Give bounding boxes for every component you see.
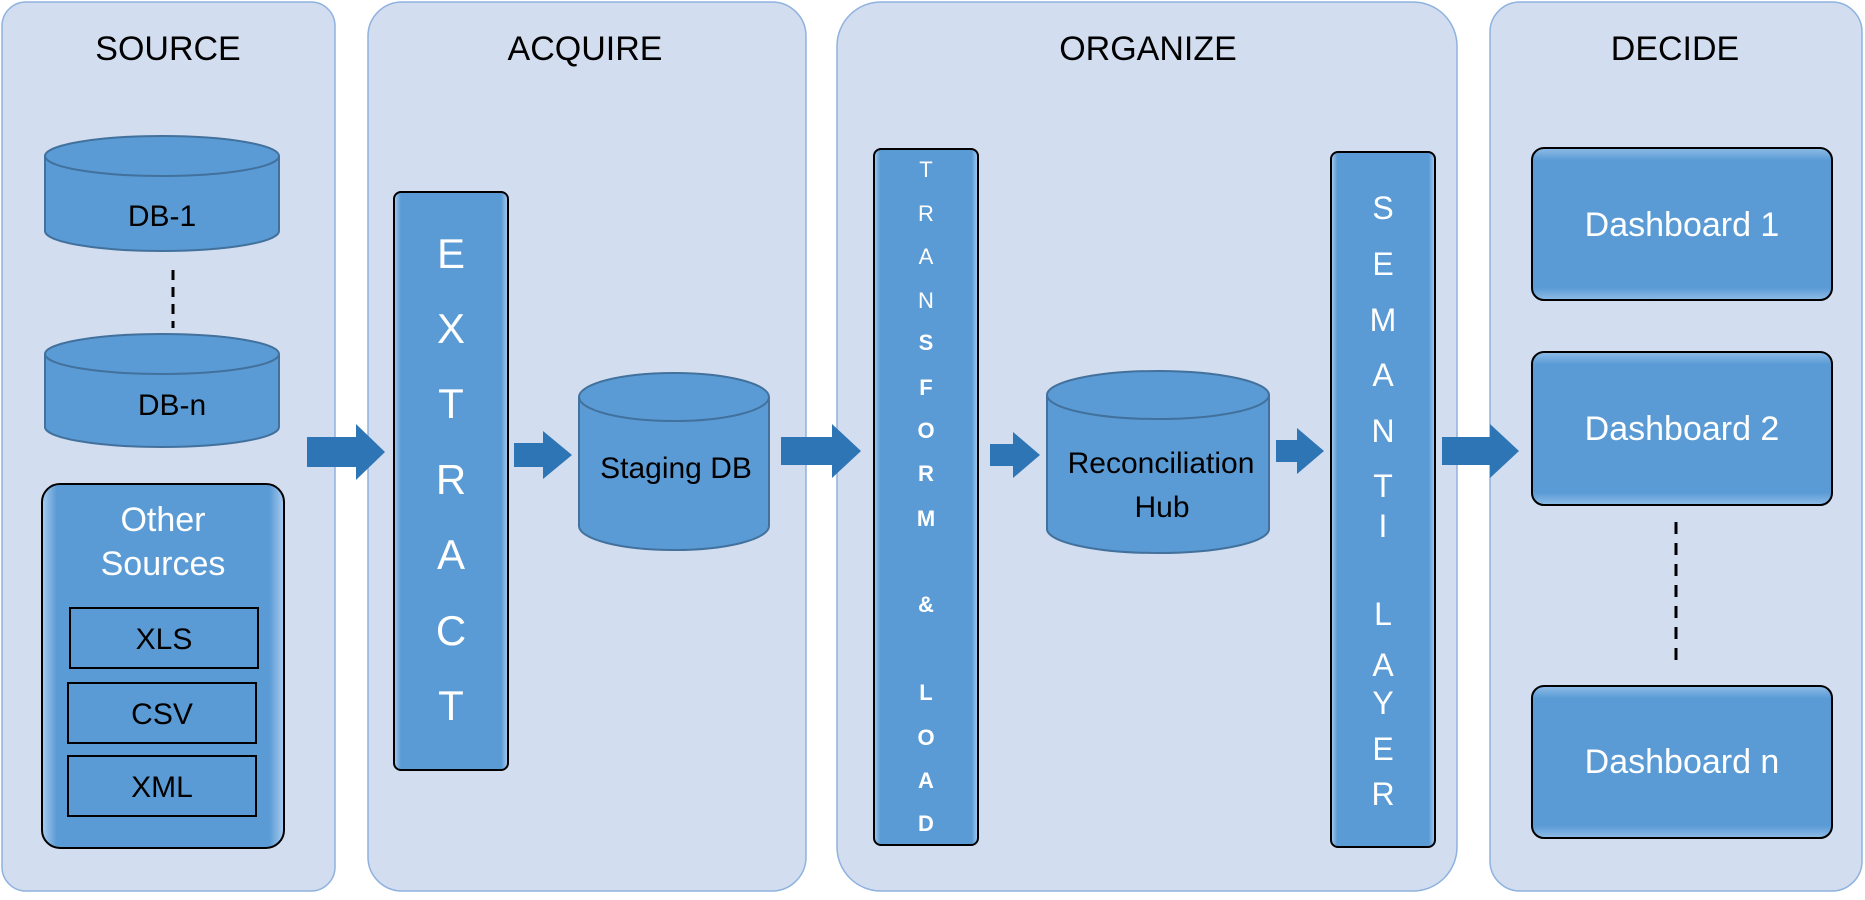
reconciliation-hub-label-line2: Hub	[1134, 491, 1189, 524]
db-1-label: DB-1	[128, 200, 196, 233]
reconciliation-hub-cylinder: Reconciliation Hub	[1046, 370, 1270, 554]
transform-load-letter: S	[919, 330, 934, 355]
arrow-staging-to-transform	[781, 424, 861, 478]
semantic-layer-bar: S E M A N T I C L A Y E R	[1330, 151, 1436, 848]
other-sources-label-line2: Sources	[101, 545, 226, 583]
staging-db-cylinder: Staging DB	[578, 372, 770, 551]
transform-load-letter: D	[918, 811, 934, 836]
semantic-layer-letter: T	[1373, 468, 1393, 504]
semantic-layer-letter: A	[1372, 647, 1394, 683]
arrow-source-to-extract	[307, 424, 385, 480]
semantic-layer-letter: L	[1374, 596, 1392, 632]
db-n-label: DB-n	[138, 389, 206, 422]
transform-load-letter: A	[919, 244, 934, 269]
file-type-csv-label: CSV	[131, 698, 193, 731]
stage-title-source: SOURCE	[95, 30, 240, 68]
file-type-csv	[67, 682, 257, 744]
dashboard-2-box: Dashboard 2	[1531, 351, 1833, 506]
extract-letter: R	[436, 456, 466, 503]
transform-load-letter: R	[918, 461, 934, 486]
extract-letter: C	[436, 607, 466, 654]
extract-letter: T	[438, 682, 464, 729]
stage-title-decide: DECIDE	[1611, 30, 1739, 68]
extract-letter: E	[437, 230, 465, 277]
arrow-extract-to-staging	[514, 431, 572, 479]
db-n-cylinder: DB-n	[44, 333, 280, 448]
semantic-layer-letter: E	[1372, 731, 1393, 767]
transform-load-letter: R	[918, 201, 934, 226]
other-sources-box: Other Sources XLS CSV XML	[41, 483, 285, 849]
semantic-layer-letter: N	[1371, 413, 1394, 449]
dashboard-1-label: Dashboard 1	[1585, 206, 1780, 244]
transform-load-bar: T R A N S F O R M & L O A D	[873, 148, 979, 846]
transform-load-letter: O	[917, 725, 934, 750]
arrow-semantic-to-dashboards	[1442, 424, 1519, 478]
file-type-xls	[69, 607, 259, 669]
semantic-layer-letter: S	[1372, 190, 1393, 226]
semantic-layer-letter: M	[1370, 302, 1397, 338]
transform-load-letter: N	[918, 288, 934, 313]
semantic-layer-letter: I	[1379, 508, 1388, 544]
stage-title-acquire: ACQUIRE	[508, 30, 663, 68]
dashboard-2-label: Dashboard 2	[1585, 410, 1780, 448]
other-sources-label-line1: Other	[120, 501, 205, 539]
transform-load-letter: O	[917, 418, 934, 443]
arrow-transform-to-hub	[990, 432, 1040, 478]
transform-load-letter: T	[919, 157, 932, 182]
extract-bar: E X T R A C T	[393, 191, 509, 771]
extract-letter: A	[437, 531, 465, 578]
dashboard-n-box: Dashboard n	[1531, 685, 1833, 839]
transform-load-letter: F	[919, 375, 932, 400]
arrow-hub-to-semantic	[1276, 428, 1324, 474]
file-type-xml-label: XML	[131, 771, 193, 804]
semantic-layer-letter: Y	[1372, 685, 1393, 721]
db-1-cylinder: DB-1	[44, 135, 280, 252]
semantic-layer-letter: R	[1371, 776, 1394, 812]
dashboard-1-box: Dashboard 1	[1531, 147, 1833, 301]
transform-load-letter: L	[919, 680, 932, 705]
extract-letter: T	[438, 380, 464, 427]
transform-load-letter: M	[917, 506, 935, 531]
transform-load-letter: &	[918, 592, 934, 617]
transform-load-letter: A	[918, 768, 934, 793]
staging-db-label: Staging DB	[600, 452, 752, 485]
stage-title-organize: ORGANIZE	[1059, 30, 1237, 68]
semantic-layer-letter: A	[1372, 357, 1394, 393]
dashboard-n-label: Dashboard n	[1585, 743, 1780, 781]
extract-letter: X	[437, 305, 465, 352]
file-type-xls-label: XLS	[136, 623, 193, 656]
semantic-layer-letter: E	[1372, 246, 1393, 282]
reconciliation-hub-label-line1: Reconciliation	[1068, 447, 1255, 480]
file-type-xml	[67, 755, 257, 817]
